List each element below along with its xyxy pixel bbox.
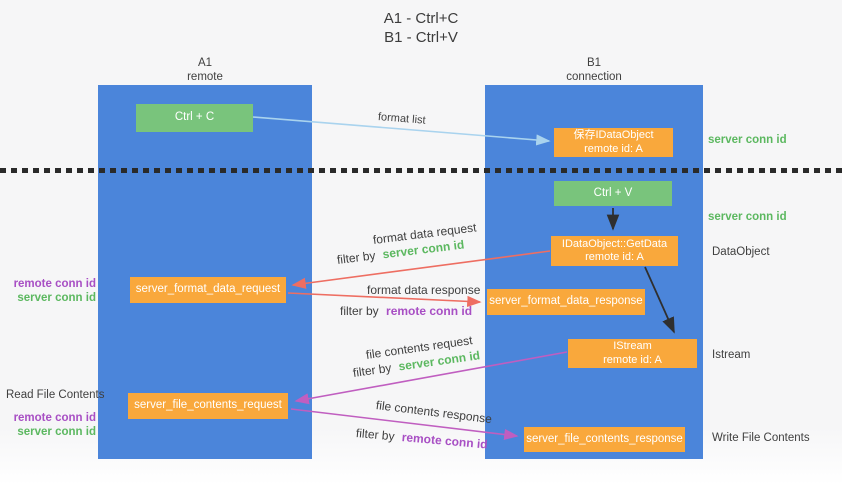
session-divider-dotted-line <box>0 168 842 173</box>
node-ctrl-c: Ctrl + C <box>136 104 253 132</box>
node-save-idataobject-line2: remote id: A <box>584 142 643 155</box>
format-data-response-text: format data response <box>367 283 481 297</box>
node-server-file-contents-request: server_file_contents_request <box>128 393 288 419</box>
flow-label-file-contents-response: file contents response <box>375 398 493 426</box>
node-server-file-contents-response-label: server_file_contents_response <box>526 432 683 445</box>
node-ctrl-v-label: Ctrl + V <box>593 186 633 199</box>
right-label-dataobject: DataObject <box>712 246 770 258</box>
right-label-write-file-contents: Write File Contents <box>712 432 810 444</box>
column-header-b1: B1 connection <box>485 56 703 84</box>
diagram-title: A1 - Ctrl+C B1 - Ctrl+V <box>0 9 842 47</box>
column-b1-subtitle: connection <box>566 71 622 83</box>
node-istream: IStream remote id: A <box>568 339 697 368</box>
flow-label-filter-remote-conn-id-2: filter by remote conn id <box>355 426 488 451</box>
column-b1-name: B1 <box>586 57 602 69</box>
node-ctrl-c-label: Ctrl + C <box>174 111 215 124</box>
node-server-file-contents-response: server_file_contents_response <box>524 427 685 452</box>
right-label-server-conn-id-mid: server conn id <box>708 211 787 223</box>
filter-by-text: filter by <box>352 360 393 380</box>
node-server-format-data-request: server_format_data_request <box>130 277 286 303</box>
column-a1-name: A1 <box>197 57 213 69</box>
node-ctrl-v: Ctrl + V <box>554 181 672 206</box>
node-server-format-data-response: server_format_data_response <box>487 289 645 315</box>
title-line-b1: B1 - Ctrl+V <box>384 29 458 46</box>
flow-label-filter-remote-conn-id-1: filter by remote conn id <box>340 304 472 318</box>
flow-label-format-list: format list <box>378 111 426 127</box>
node-istream-line1: IStream <box>613 340 652 352</box>
node-istream-line2: remote id: A <box>603 353 662 366</box>
title-line-a1: A1 - Ctrl+C <box>383 10 459 27</box>
node-server-format-data-response-label: server_format_data_response <box>489 295 643 308</box>
flow-label-format-data-response: format data response <box>367 283 480 297</box>
left-label-server-conn-id-1: server conn id <box>17 292 96 304</box>
column-a1-subtitle: remote <box>187 71 223 83</box>
filter-by-text: filter by <box>336 248 377 267</box>
file-contents-response-text: file contents response <box>375 398 493 427</box>
right-label-server-conn-id-top: server conn id <box>708 134 787 146</box>
node-idataobject-getdata-line2: remote id: A <box>585 251 644 263</box>
filter-by-text: filter by <box>340 304 379 318</box>
node-server-format-data-request-label: server_format_data_request <box>135 283 281 296</box>
left-label-read-file-contents: Read File Contents <box>6 389 105 401</box>
node-idataobject-getdata-line1: IDataObject::GetData <box>561 237 668 250</box>
left-label-remote-conn-id-2: remote conn id <box>13 412 96 424</box>
node-save-idataobject-line1: 保存IDataObject <box>573 129 654 141</box>
left-label-remote-conn-id-1: remote conn id <box>13 278 96 290</box>
right-label-istream: Istream <box>712 349 751 361</box>
filter-by-text: filter by <box>355 426 396 444</box>
node-idataobject-getdata: IDataObject::GetData remote id: A <box>551 236 678 266</box>
column-header-a1: A1 remote <box>98 56 312 84</box>
remote-conn-id-text: remote conn id <box>386 304 473 318</box>
node-server-file-contents-request-label: server_file_contents_request <box>134 399 282 412</box>
left-label-server-conn-id-2: server conn id <box>17 426 96 438</box>
format-list-text: format list <box>377 111 427 127</box>
node-save-idataobject: 保存IDataObject remote id: A <box>554 128 673 157</box>
remote-conn-id-text: remote conn id <box>401 430 489 452</box>
